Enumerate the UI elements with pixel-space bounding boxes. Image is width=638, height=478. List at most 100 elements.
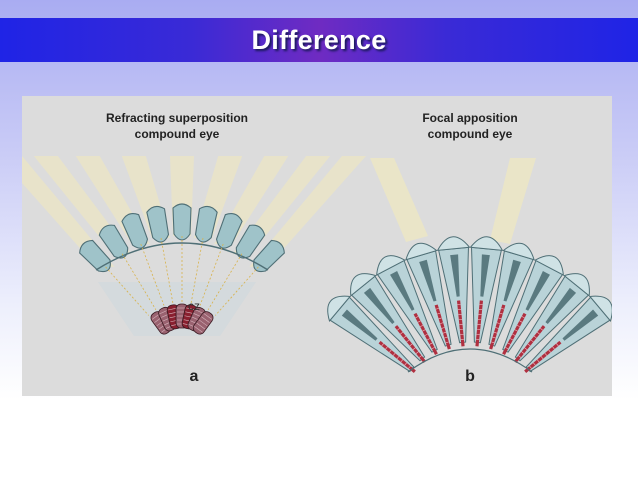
clear-zone-label: cz — [188, 299, 200, 313]
corneal-lens — [436, 236, 471, 251]
rhabdom-stripe — [544, 352, 548, 356]
rhabdom-stripe — [194, 326, 203, 333]
rhabdom-stripe — [409, 343, 413, 347]
lens-shape — [121, 213, 149, 249]
rhabdom-stripe — [419, 324, 424, 327]
pigment-cone — [545, 287, 577, 324]
rhabdom-stripe — [507, 342, 511, 345]
light-beam — [249, 156, 366, 267]
rhabdom-stripe — [400, 359, 404, 363]
lens-shape — [253, 239, 285, 273]
focused-ray — [105, 266, 149, 316]
light-beams — [22, 156, 366, 267]
rhabdom-stripe — [438, 317, 442, 320]
rhabdom-stripe — [396, 328, 400, 331]
light-beam — [370, 158, 428, 242]
rhabdom-stripe — [491, 341, 495, 344]
rhabdom-stripe — [415, 316, 419, 319]
rhabdom-stripe — [552, 346, 555, 350]
pigment-cone — [525, 271, 550, 311]
rhabdom-stripe — [524, 347, 528, 350]
left-panel-letter: a — [190, 368, 199, 385]
rhabdom-stripe — [530, 339, 534, 343]
ommatidium — [488, 242, 535, 350]
pigment-cone — [419, 259, 437, 302]
rhabdom-stripe — [529, 365, 532, 369]
rhabdom-stripe — [521, 351, 525, 354]
light-beam — [490, 158, 536, 244]
pigment-cone — [450, 254, 460, 297]
lens-shape — [194, 205, 218, 243]
rhabdom-stripe — [533, 335, 537, 339]
rhabdom — [475, 300, 484, 347]
ommatidium — [350, 273, 427, 363]
rhabdom-stripe — [429, 342, 433, 345]
rhabdom-stripe — [441, 327, 445, 329]
lens-facet — [253, 239, 285, 273]
ommatidium — [436, 236, 471, 347]
rhabdom-stripe — [431, 347, 435, 350]
figure-panel: Refracting superposition compound eye cz… — [22, 96, 612, 396]
corneal-lens — [563, 273, 590, 297]
focused-ray — [140, 243, 165, 306]
focused-ray — [121, 253, 157, 310]
rhabdom-stripe — [418, 355, 422, 358]
ommatidium — [513, 273, 590, 363]
focused-rays — [105, 236, 259, 316]
rhabdom-stripe — [536, 331, 540, 335]
rhabdom-stripe — [527, 343, 531, 347]
rhabdom-stripe — [426, 338, 431, 341]
rhabdom-stripe — [435, 308, 439, 310]
rhabdom-stripe — [412, 347, 416, 350]
corneal-lens — [534, 255, 564, 276]
rhabdom-stripe — [521, 316, 525, 319]
rhabdom — [192, 311, 214, 335]
ommatidia-array — [327, 236, 612, 373]
rhabdom-layer — [150, 303, 214, 335]
rhabdom-stripe — [493, 331, 498, 334]
rhabdom-stripe — [540, 356, 544, 359]
rhabdom-stripe — [498, 317, 502, 320]
lens-facet — [235, 224, 266, 259]
rhabdom-stripe — [415, 351, 419, 354]
focused-ray — [160, 237, 174, 303]
rhabdom — [413, 312, 438, 356]
right-diagram-title-line2: compound eye — [428, 127, 513, 141]
rhabdom-stripe — [540, 328, 544, 331]
rhabdom-stripe — [406, 339, 410, 343]
rhabdom-stripe — [408, 365, 411, 369]
rhabdom-stripe — [196, 322, 206, 330]
lens-facet — [79, 239, 111, 273]
rhabdom-stripe — [424, 333, 428, 336]
ommatidium — [327, 295, 416, 373]
lens-shape — [79, 239, 111, 273]
cornea-arc — [95, 242, 269, 271]
rhabdom — [489, 304, 506, 350]
rhabdom-stripe — [422, 329, 426, 332]
focused-ray — [199, 243, 224, 306]
title-bar: Difference — [0, 18, 638, 62]
corneal-lens — [502, 242, 535, 261]
rhabdom-stripe — [203, 313, 213, 320]
left-diagram-title-line2: compound eye — [135, 127, 220, 141]
rhabdom-stripe — [417, 320, 421, 323]
rhabdom-stripe — [514, 329, 518, 332]
rhabdom-stripe — [201, 316, 210, 323]
rhabdom-stripe — [392, 352, 396, 356]
ommatidium — [524, 295, 612, 373]
rhabdom-stripe — [381, 343, 384, 347]
rhabdom-stripe — [548, 349, 551, 353]
rhabdom-stripe — [389, 349, 392, 353]
right-diagram-title-line1: Focal apposition — [422, 111, 517, 125]
apposition-eye-diagram: Focal apposition compound eye b — [327, 111, 612, 385]
rhabdom-stripe — [505, 347, 509, 350]
corneal-lens — [327, 295, 352, 323]
lens-shape — [172, 203, 192, 241]
pigment-cone — [480, 254, 490, 297]
focused-ray — [207, 253, 243, 310]
rhabdom-stripe — [509, 338, 514, 341]
rhabdom-stripe — [519, 320, 523, 323]
corneal-lens — [469, 236, 504, 251]
rhabdom-stripe — [518, 355, 522, 358]
rhabdom-stripe — [512, 333, 516, 336]
